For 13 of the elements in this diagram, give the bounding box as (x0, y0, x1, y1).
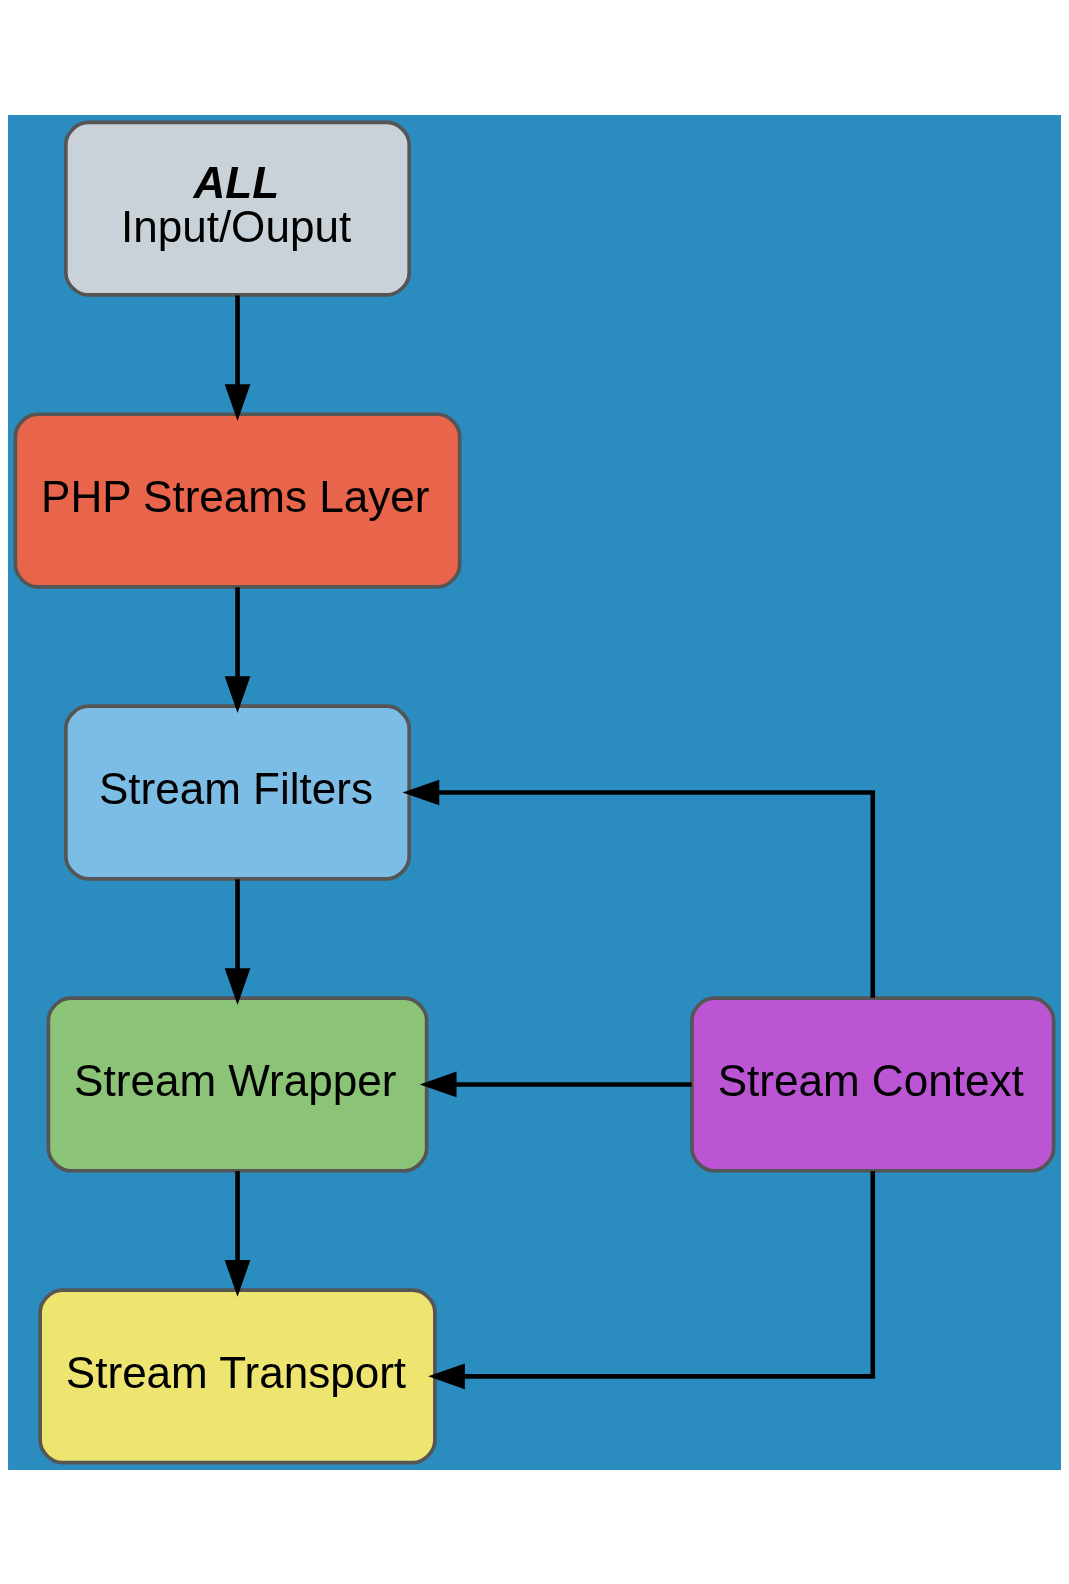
arrow (224, 878, 251, 1005)
arrow (419, 1071, 692, 1097)
node-box: PHP Streams Layer (13, 411, 462, 589)
arrow (224, 1170, 251, 1297)
node-box: Stream Filters (64, 703, 412, 881)
node-box: ALL Input/Ouput (64, 120, 412, 297)
arrow (224, 586, 251, 713)
arrow (224, 294, 251, 421)
node-box: Stream Transport (38, 1287, 437, 1464)
node-box: Stream Context (690, 995, 1056, 1173)
arrow (402, 779, 876, 998)
node-box: Stream Wrapper (46, 995, 429, 1173)
arrow (428, 1170, 876, 1389)
